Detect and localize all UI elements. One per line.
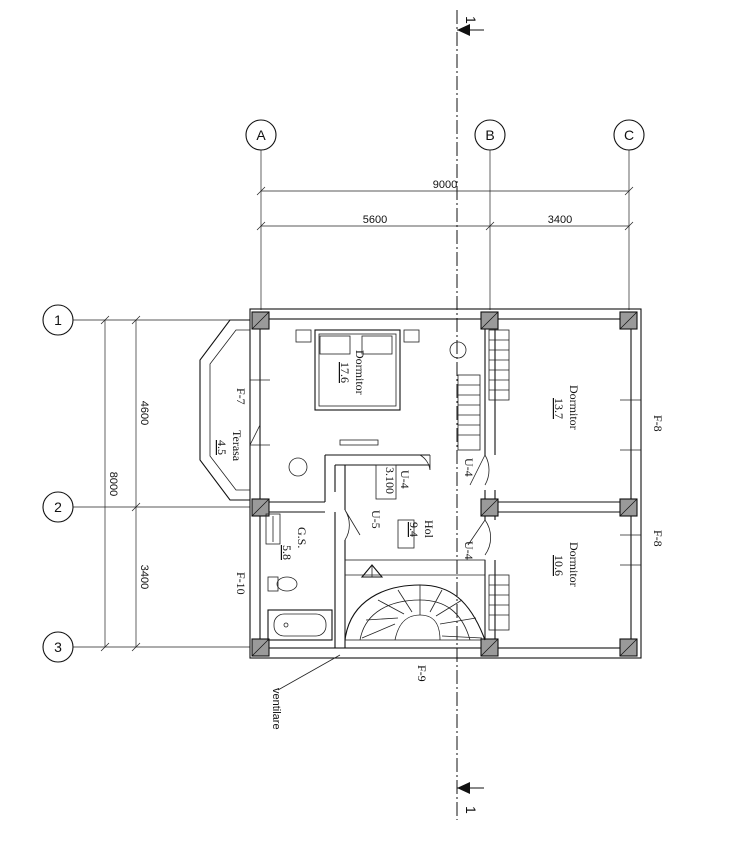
room-gs-area: 5.8	[280, 545, 294, 560]
wardrobe-hatch	[457, 329, 510, 631]
axis-2: 2	[42, 491, 250, 523]
axis-3: 3	[42, 631, 250, 663]
axis-b: B	[474, 119, 506, 310]
bathtub-icon	[267, 609, 333, 641]
toilet-icon	[267, 576, 298, 592]
room-hol-area: 9.4	[407, 522, 421, 537]
dimension-width-bc-label: 3400	[548, 214, 572, 226]
room-gs-name: G.S.	[295, 527, 309, 548]
room-dormitor-right-top-name: Dormitor	[567, 385, 581, 430]
axis-a-label: A	[256, 127, 266, 143]
room-dormitor-right-bottom: Dormitor 10.6	[552, 542, 581, 587]
level-marker: U-4 3.100	[375, 464, 412, 500]
lamp-icon	[449, 341, 467, 359]
room-hol-name: Hol	[422, 520, 436, 539]
door-swings	[249, 424, 491, 556]
interior-walls	[260, 319, 620, 648]
dimension-total-depth-label: 8000	[107, 472, 119, 496]
terasa-outline	[199, 319, 270, 501]
dimension-total-depth: 8000	[100, 315, 119, 652]
outer-walls	[249, 308, 642, 659]
section-marker-top: 1	[457, 16, 484, 36]
axis-c: C	[613, 119, 645, 310]
room-dormitor-main: Dormitor 17.6	[338, 350, 367, 395]
window-f7: F-7	[234, 388, 248, 405]
room-dormitor-right-top: Dormitor 13.7	[552, 385, 581, 430]
structural-columns	[251, 311, 638, 657]
section-marker-bottom-label: 1	[463, 806, 479, 814]
right-windows	[620, 399, 641, 566]
axis-1-label: 1	[54, 312, 62, 328]
dimension-depth-12-label: 4600	[138, 401, 150, 425]
window-f9: F-9	[415, 665, 429, 682]
shelf-icon	[339, 439, 379, 446]
staircase	[344, 564, 486, 641]
window-f10: F-10	[234, 572, 248, 595]
axis-c-label: C	[624, 127, 634, 143]
room-dormitor-right-bottom-name: Dormitor	[567, 542, 581, 587]
dimension-width-ab: 5600 3400	[256, 214, 634, 231]
ventilation-label: ventilare	[270, 688, 282, 730]
axis-a: A	[245, 119, 277, 310]
section-marker-bottom: 1	[457, 782, 484, 814]
axis-b-label: B	[485, 127, 494, 143]
room-terasa: Terasa 4.5	[215, 430, 244, 462]
door-u5: U-5	[369, 510, 383, 529]
window-f8-top: F-8	[651, 415, 665, 432]
bed-icon	[295, 329, 420, 411]
dimension-depth-23-label: 3400	[138, 565, 150, 589]
dimension-total-width-label: 9000	[433, 179, 457, 191]
axis-2-label: 2	[54, 499, 62, 515]
dimension-total-width: 9000	[256, 179, 634, 196]
section-marker-top-label: 1	[463, 16, 479, 24]
room-terasa-area: 4.5	[215, 440, 229, 455]
dimension-depth-12: 4600 3400	[131, 315, 150, 652]
level-u4-label: U-4	[398, 470, 412, 489]
room-gs: G.S. 5.8	[280, 527, 309, 560]
room-dormitor-main-area: 17.6	[338, 362, 352, 383]
window-f8-bottom: F-8	[651, 530, 665, 547]
axis-3-label: 3	[54, 639, 62, 655]
room-hol: Hol 9.4	[397, 519, 436, 549]
sink-icon	[265, 513, 281, 545]
dimension-width-ab-label: 5600	[363, 214, 387, 226]
level-value: 3.100	[383, 467, 397, 494]
table-icon	[288, 457, 308, 477]
door-u4-bottom: U-4	[462, 541, 476, 560]
axis-1: 1	[42, 304, 250, 336]
ventilation-leader: ventilare	[270, 654, 341, 730]
room-dormitor-right-bottom-area: 10.6	[552, 555, 566, 576]
door-u4-top: U-4	[462, 458, 476, 477]
room-terasa-name: Terasa	[230, 430, 244, 462]
room-dormitor-main-name: Dormitor	[353, 350, 367, 395]
room-dormitor-right-top-area: 13.7	[552, 398, 566, 419]
